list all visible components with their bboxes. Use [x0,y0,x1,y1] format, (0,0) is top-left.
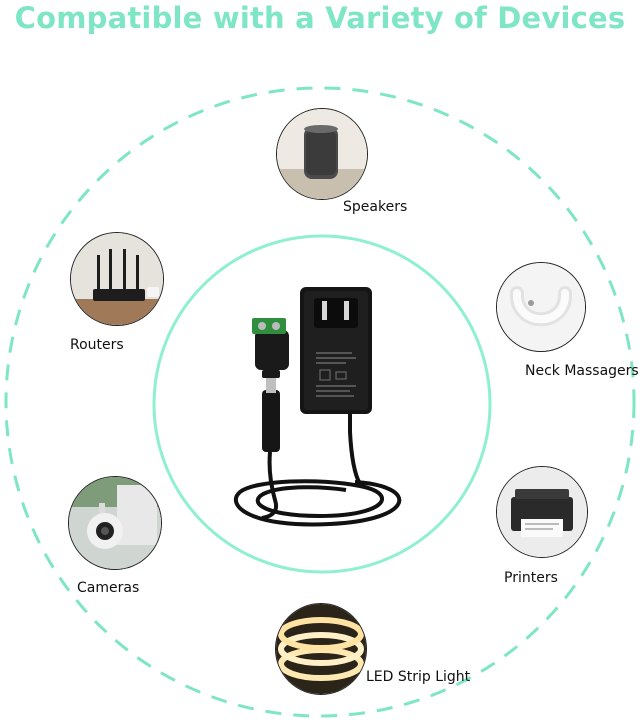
led-strip-icon [275,603,367,695]
device-label-cameras: Cameras [77,580,140,596]
device-label-speakers: Speakers [343,199,408,215]
speaker-icon [276,108,368,200]
camera-icon [68,476,162,570]
printer-icon [496,466,588,558]
neck-massager-icon [496,262,586,352]
power-adapter-icon [233,287,402,527]
device-label-neck-massagers: Neck Massagers [525,363,639,379]
router-icon [70,232,164,326]
page-title: Compatible with a Variety of Devices [14,1,626,35]
device-label-led-strip-light: LED Strip Light [366,669,471,685]
device-label-routers: Routers [70,337,124,353]
outer-dashed-ring [4,86,636,718]
device-label-printers: Printers [504,570,558,586]
inner-ring [152,234,492,574]
